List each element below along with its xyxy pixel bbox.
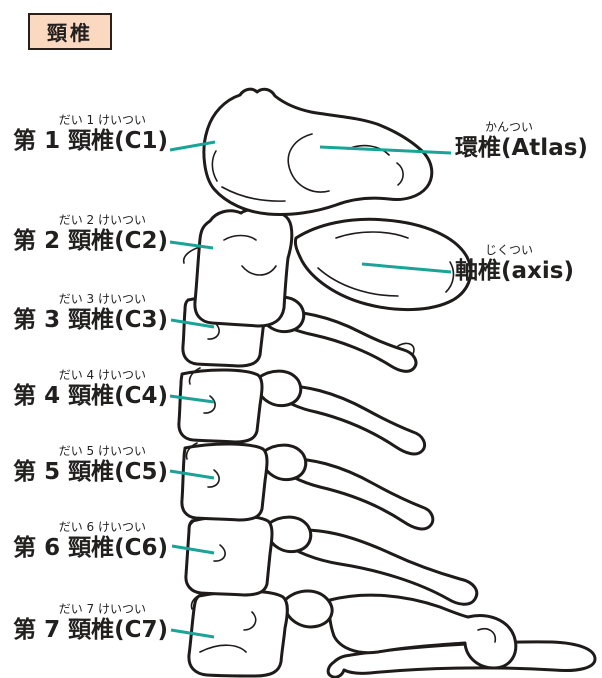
disc-notch-lines: [182, 246, 203, 610]
leader-lines: [169, 140, 452, 639]
label-c6: だい 6 けいつい 第 6 頸椎(C6): [13, 520, 168, 562]
vertebra-c4: [177, 368, 427, 456]
label-c6-furigana: だい 6 けいつい: [58, 520, 146, 534]
c4-detail-lines: [203, 395, 216, 414]
c5-body: [180, 442, 269, 522]
leader-line-c5: [169, 469, 215, 480]
c6-body: [184, 514, 274, 597]
title-badge: 頸椎: [28, 13, 112, 50]
label-c2-furigana: だい 2 けいつい: [58, 213, 146, 227]
label-c5-text: 第 5 頸椎(C5): [13, 459, 168, 485]
c4-articular-process: [256, 369, 303, 408]
leader-line-c1: [169, 140, 216, 152]
label-atlas-text: 環椎(Atlas): [455, 135, 588, 161]
label-c5-furigana: だい 5 けいつい: [58, 444, 146, 458]
label-c3-furigana: だい 3 けいつい: [58, 292, 146, 306]
c2-detail-lines: [223, 231, 455, 297]
vertebra-c6: [184, 514, 479, 606]
leader-line-c2: [169, 240, 214, 250]
label-c4: だい 4 けいつい 第 4 頸椎(C4): [13, 368, 168, 410]
leader-line-c3: [170, 318, 215, 329]
leader-line-atlas: [319, 145, 452, 155]
label-c1-furigana: だい 1 けいつい: [58, 113, 146, 127]
c7-articular-process: [283, 589, 334, 629]
label-c3-text: 第 3 頸椎(C3): [13, 307, 168, 333]
vertebra-c5: [180, 442, 435, 531]
c5-articular-process: [261, 443, 308, 482]
c1-outline: [202, 87, 434, 216]
c5-detail-lines: [207, 469, 220, 488]
label-c7-furigana: だい 7 けいつい: [58, 602, 146, 616]
c3-spinous-process: [266, 310, 418, 373]
leader-line-c6: [171, 544, 215, 555]
label-c1: だい 1 けいつい 第 1 頸椎(C1): [13, 113, 168, 155]
label-atlas-furigana: かんつい: [485, 120, 534, 134]
label-atlas: かんつい 環椎(Atlas): [455, 120, 588, 162]
label-axis-text: 軸椎(axis): [455, 258, 574, 284]
label-c2-text: 第 2 頸椎(C2): [13, 228, 168, 254]
vertebra-c2-axis: [193, 207, 473, 328]
label-c5: だい 5 けいつい 第 5 頸椎(C5): [13, 444, 168, 486]
vertebra-c1-atlas: [202, 87, 434, 216]
label-c4-furigana: だい 4 けいつい: [58, 368, 146, 382]
c5-spinous-process: [274, 457, 435, 531]
label-axis-furigana: じくつい: [485, 243, 534, 257]
leader-line-axis: [361, 262, 452, 274]
c7-body: [187, 589, 289, 678]
vertebra-c7: [187, 589, 518, 678]
label-axis: じくつい 軸椎(axis): [455, 243, 574, 285]
label-c7-text: 第 7 頸椎(C7): [13, 617, 168, 643]
label-c3: だい 3 けいつい 第 3 頸椎(C3): [13, 292, 168, 334]
c6-articular-process: [266, 515, 313, 554]
label-c6-text: 第 6 頸椎(C6): [13, 535, 168, 561]
label-c4-text: 第 4 頸椎(C4): [13, 383, 168, 409]
leader-line-c4: [169, 394, 215, 404]
c4-body: [177, 368, 264, 444]
c7-detail-lines: [199, 611, 497, 653]
c4-spinous-process: [268, 384, 427, 456]
c6-detail-lines: [213, 544, 226, 562]
c7-spinous-process: [327, 593, 518, 670]
label-c1-text: 第 1 頸椎(C1): [13, 128, 168, 154]
leader-line-c7: [170, 628, 215, 639]
c1-detail-lines: [211, 133, 404, 202]
label-c7: だい 7 けいつい 第 7 頸椎(C7): [13, 602, 168, 644]
label-c2: だい 2 けいつい 第 2 頸椎(C2): [13, 213, 168, 255]
